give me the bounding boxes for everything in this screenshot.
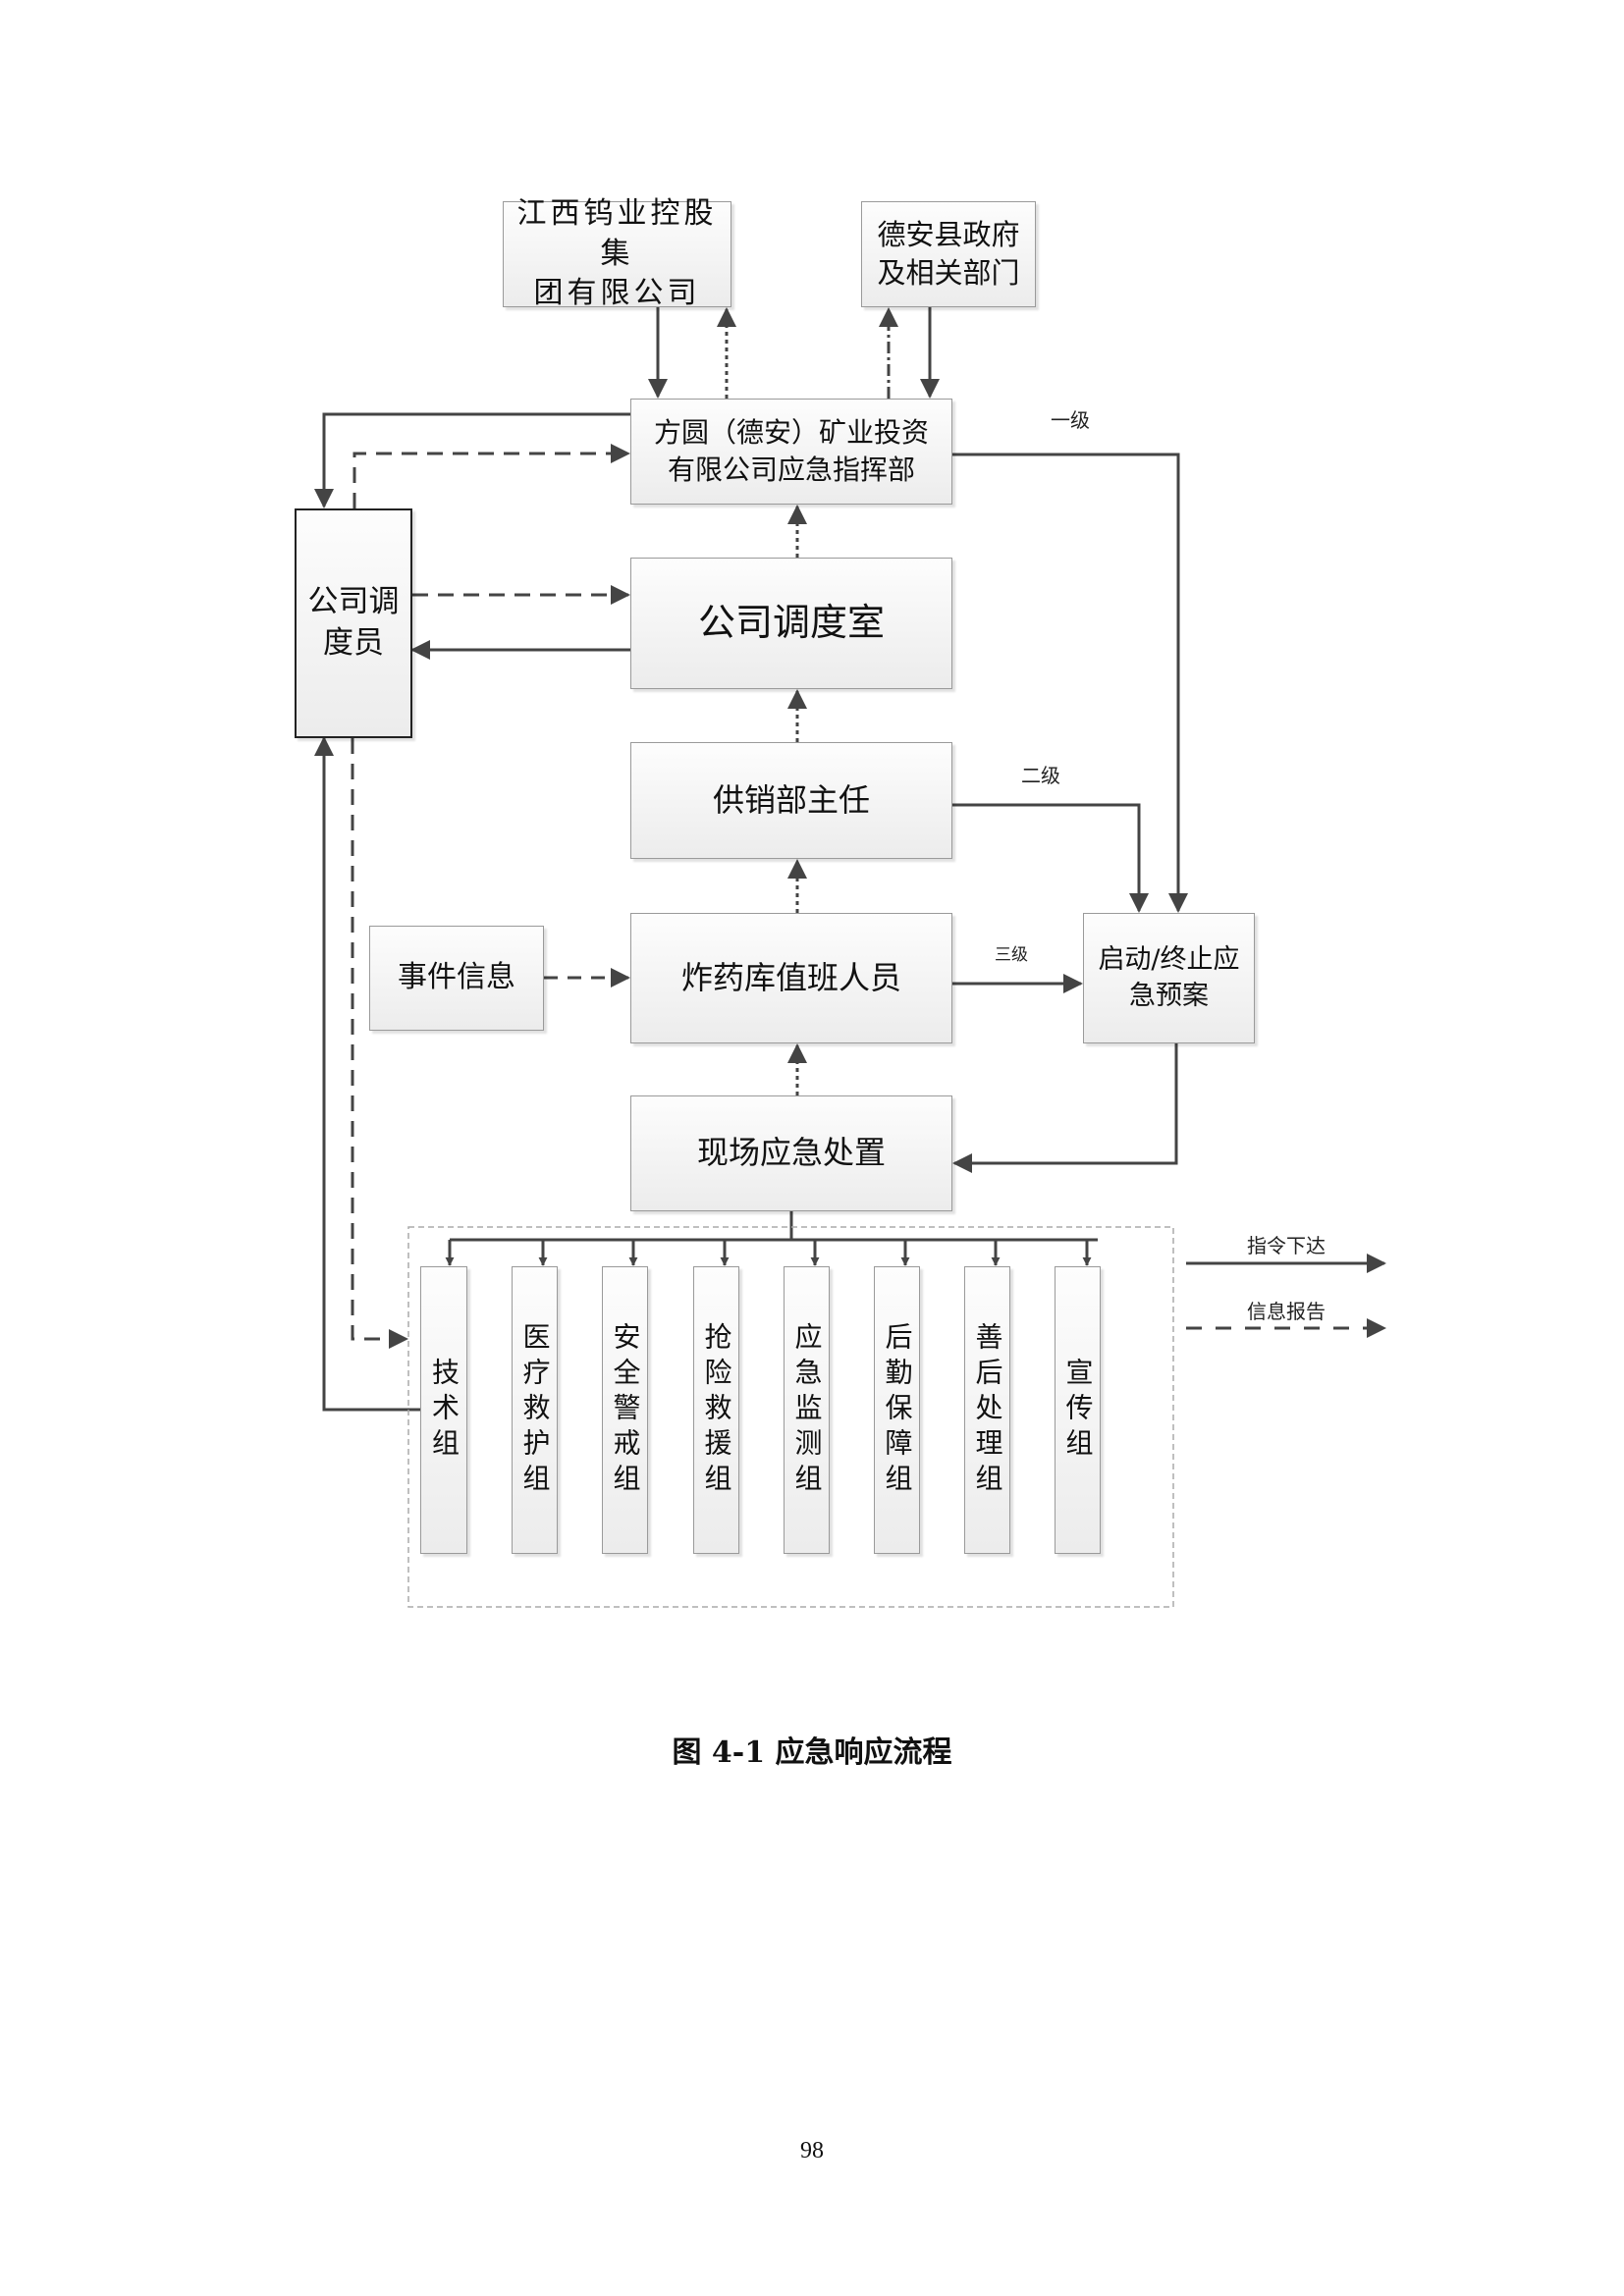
node-dispatcher: 公司调度员 xyxy=(295,508,412,738)
node-event-info: 事件信息 xyxy=(369,926,544,1031)
team-security: 安全警戒组 xyxy=(602,1266,648,1554)
arrow-plan-to-onsite xyxy=(952,1043,1178,1173)
legend-command-label: 指令下达 xyxy=(1247,1234,1326,1257)
node-text: 公司调度室 xyxy=(697,601,885,645)
node-text-line: 方圆（德安）矿业投资 xyxy=(653,416,929,450)
node-duty-staff: 炸药库值班人员 xyxy=(630,913,952,1043)
node-text-line: 有限公司应急指挥部 xyxy=(667,454,915,486)
arrow-dispatcher-to-teams xyxy=(351,738,408,1349)
level2-label: 二级 xyxy=(1021,764,1060,787)
level3-label: 三级 xyxy=(995,945,1028,965)
team-aftermath: 善后处理组 xyxy=(964,1266,1010,1554)
arrow-level1 xyxy=(952,453,1188,913)
team-rescue: 抢险救援组 xyxy=(693,1266,739,1554)
node-text-line: 启动/终止应 xyxy=(1098,944,1240,976)
node-group-company: 江西钨业控股集团有限公司 xyxy=(503,196,731,310)
team-logistics: 后勤保障组 xyxy=(874,1266,920,1554)
team-label: 应急监测组 xyxy=(790,1321,824,1499)
arrow-dispatcher-to-hq xyxy=(352,444,630,508)
node-text-line: 急预案 xyxy=(1128,980,1209,1011)
team-label: 抢险救援组 xyxy=(700,1321,733,1499)
team-label: 技术组 xyxy=(428,1357,460,1464)
node-text-line: 德安县政府 xyxy=(877,217,1020,251)
team-publicity: 宣传组 xyxy=(1055,1266,1101,1554)
level1-label: 一级 xyxy=(1051,408,1090,432)
node-text-line: 团有限公司 xyxy=(533,276,701,311)
arrow-teams-to-dispatcher xyxy=(314,736,420,1412)
node-plan-start-stop: 启动/终止应急预案 xyxy=(1083,913,1255,1043)
node-text-line: 公司调 xyxy=(307,584,400,620)
figure-caption: 图 4-1 应急响应流程 xyxy=(672,1735,952,1770)
team-technical: 技术组 xyxy=(420,1266,467,1554)
legend-report-label: 信息报告 xyxy=(1247,1300,1326,1323)
team-group-boundary xyxy=(407,1226,1174,1608)
node-text: 现场应急处置 xyxy=(696,1134,886,1172)
arrow-hq-to-dispatcher xyxy=(314,412,630,508)
team-label: 宣传组 xyxy=(1061,1357,1095,1464)
node-text-line: 度员 xyxy=(323,625,384,661)
node-county-gov: 德安县政府及相关部门 xyxy=(861,201,1036,307)
node-text: 事件信息 xyxy=(398,960,515,995)
node-text-line: 江西钨业控股集 xyxy=(516,196,718,271)
node-supply-director: 供销部主任 xyxy=(630,742,952,859)
team-label: 善后处理组 xyxy=(971,1321,1004,1499)
team-medical: 医疗救护组 xyxy=(512,1266,558,1554)
node-text: 供销部主任 xyxy=(712,780,870,819)
node-dispatch-room: 公司调度室 xyxy=(630,558,952,689)
team-label: 医疗救护组 xyxy=(518,1321,552,1499)
team-label: 后勤保障组 xyxy=(881,1321,914,1499)
node-text-line: 及相关部门 xyxy=(877,256,1020,290)
node-text: 炸药库值班人员 xyxy=(680,958,901,996)
arrow-level2 xyxy=(952,803,1149,913)
node-onsite-response: 现场应急处置 xyxy=(630,1095,952,1211)
team-label: 安全警戒组 xyxy=(609,1321,642,1499)
page-number: 98 xyxy=(800,2138,824,2163)
node-command-hq: 方圆（德安）矿业投资有限公司应急指挥部 xyxy=(630,399,952,505)
team-monitoring: 应急监测组 xyxy=(784,1266,830,1554)
